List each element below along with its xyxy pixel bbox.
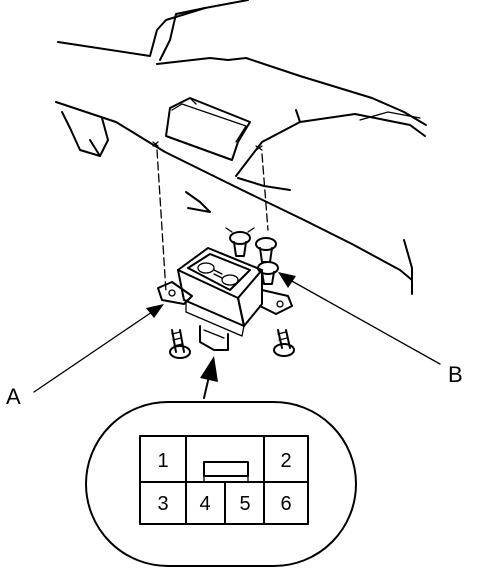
pin-4-label: 4 bbox=[199, 493, 210, 515]
light-opening bbox=[165, 97, 251, 161]
callout-b: B bbox=[278, 272, 463, 387]
pin-2-label: 2 bbox=[280, 450, 291, 472]
mounting-screws bbox=[169, 329, 295, 359]
callout-a-label: A bbox=[6, 384, 21, 409]
clip-1 bbox=[225, 227, 255, 257]
screw-left bbox=[169, 329, 191, 359]
callout-b-label: B bbox=[448, 362, 463, 387]
connector-view-arrow bbox=[200, 356, 218, 399]
screw-right bbox=[273, 329, 295, 357]
connector-inset: 1 2 3 4 5 6 bbox=[85, 401, 357, 567]
callout-a: A bbox=[6, 304, 164, 409]
headliner-panel bbox=[55, 0, 427, 295]
map-light-switch-assembly bbox=[157, 247, 293, 351]
mounting-guide-lines bbox=[152, 141, 269, 293]
pin-3-label: 3 bbox=[157, 493, 168, 515]
clip-2 bbox=[255, 237, 277, 263]
pin-1-label: 1 bbox=[157, 450, 168, 472]
pin-6-label: 6 bbox=[280, 493, 291, 515]
pin-5-label: 5 bbox=[239, 493, 250, 515]
